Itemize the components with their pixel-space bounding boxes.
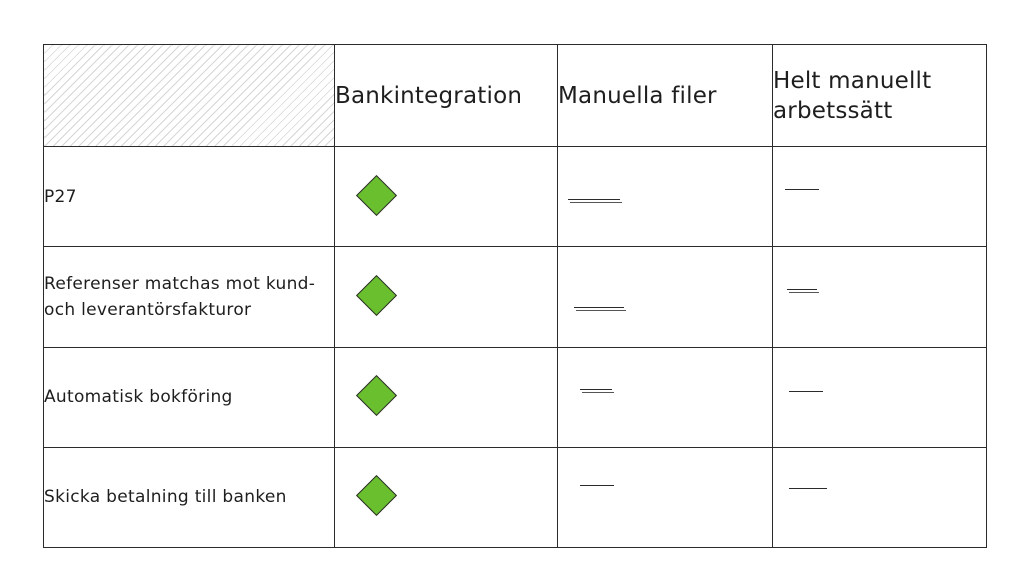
dash-icon bbox=[789, 390, 823, 392]
check-diamond-icon bbox=[355, 174, 398, 216]
check-diamond-icon bbox=[355, 375, 398, 417]
column-header-helt-manuellt: Helt manuellt arbetssätt bbox=[772, 43, 987, 148]
cell-bankintegration bbox=[334, 146, 558, 248]
dash-icon bbox=[580, 484, 614, 486]
cell-helt-manuellt bbox=[772, 246, 987, 348]
cell-manuella-filer bbox=[557, 446, 773, 549]
table-row: P27 bbox=[43, 146, 987, 248]
dash-icon bbox=[785, 189, 819, 191]
dash-icon bbox=[574, 307, 626, 312]
cell-manuella-filer bbox=[557, 146, 773, 248]
row-label-p27: P27 bbox=[43, 146, 335, 248]
cell-manuella-filer bbox=[557, 246, 773, 348]
dash-icon bbox=[787, 289, 819, 294]
check-diamond-icon bbox=[355, 274, 398, 316]
cell-manuella-filer bbox=[557, 346, 773, 448]
dash-icon bbox=[789, 487, 827, 489]
dash-icon bbox=[568, 199, 622, 204]
cell-helt-manuellt bbox=[772, 146, 987, 248]
cell-bankintegration bbox=[334, 346, 558, 448]
check-diamond-icon bbox=[355, 475, 398, 517]
header-row: Bankintegration Manuella filer Helt manu… bbox=[43, 43, 987, 148]
dash-icon bbox=[580, 388, 614, 393]
column-header-manuella-filer: Manuella filer bbox=[557, 43, 773, 148]
column-header-bankintegration: Bankintegration bbox=[334, 43, 558, 148]
comparison-table: Bankintegration Manuella filer Helt manu… bbox=[43, 43, 987, 549]
table-row: Automatisk bokföring bbox=[43, 346, 987, 448]
cell-helt-manuellt bbox=[772, 346, 987, 448]
table-row: Skicka betalning till banken bbox=[43, 446, 987, 549]
cell-helt-manuellt bbox=[772, 446, 987, 549]
comparison-table-board: Bankintegration Manuella filer Helt manu… bbox=[43, 43, 987, 549]
row-label-referenser: Referenser matchas mot kund- och leveran… bbox=[43, 246, 335, 348]
cell-bankintegration bbox=[334, 446, 558, 549]
cell-bankintegration bbox=[334, 246, 558, 348]
row-label-automatisk-bokforing: Automatisk bokföring bbox=[43, 346, 335, 448]
table-row: Referenser matchas mot kund- och leveran… bbox=[43, 246, 987, 348]
corner-hatched-cell bbox=[43, 43, 335, 148]
row-label-skicka-betalning: Skicka betalning till banken bbox=[43, 446, 335, 549]
